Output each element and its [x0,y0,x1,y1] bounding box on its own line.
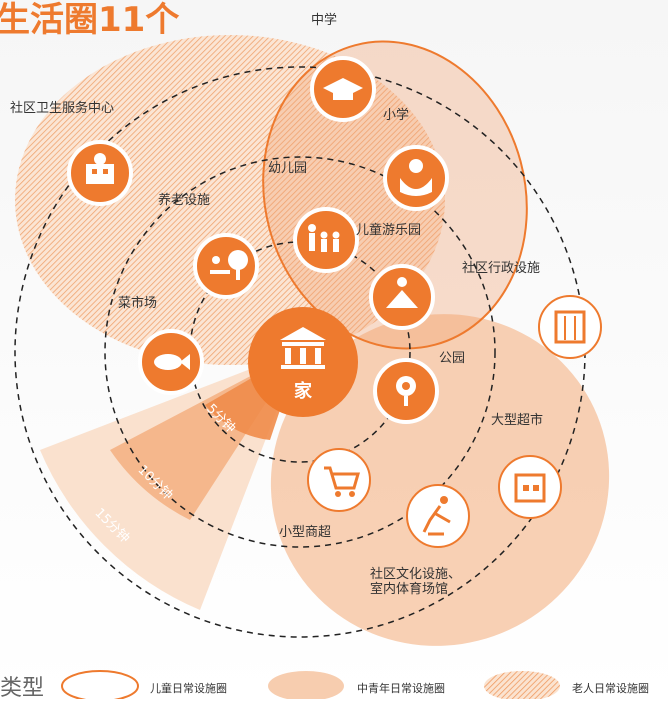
legend-child-swatch [61,670,139,702]
label-health-center: 社区卫生服务中心 [10,101,115,116]
label-culture: 社区文化设施、室内体育场馆 [370,567,462,597]
icon-park [373,358,439,424]
icon-culture [406,484,470,548]
legend-youth-label: 中青年日常设施圈 [357,682,445,695]
icon-market [138,329,204,395]
youth-circle [270,314,610,646]
page-title: 生活圈11个 [0,0,180,40]
icon-supermarket [498,455,562,519]
icon-middle-school [310,56,376,122]
icon-elderly-care [193,233,259,299]
label-admin: 社区行政设施 [462,261,541,276]
home-label: 家 [294,381,312,402]
label-kindergarten: 幼儿园 [268,161,308,176]
label-market: 菜市场 [118,296,158,311]
label-middle-school: 中学 [311,13,338,28]
ring-10min [104,156,496,548]
icon-small-market [307,448,371,512]
label-park: 公园 [439,351,466,366]
legend-type-label: 类型 [0,676,45,701]
label-primary-school: 小学 [383,108,410,123]
label-supermarket: 大型超市 [491,413,544,428]
home-building-icon [280,327,326,369]
icon-kindergarten [293,207,359,273]
icon-health-center [67,140,133,206]
legend-elder-label: 老人日常设施圈 [572,682,649,695]
icon-admin [538,295,602,359]
icon-primary-school [383,145,449,211]
label-small-market: 小型商超 [279,525,332,540]
label-playground: 儿童游乐园 [356,223,422,238]
legend-child-label: 儿童日常设施圈 [150,682,227,695]
icon-playground [369,264,435,330]
legend-elder-swatch [484,671,560,701]
label-elderly-care: 养老设施 [158,193,211,208]
legend-youth-swatch [268,671,344,701]
